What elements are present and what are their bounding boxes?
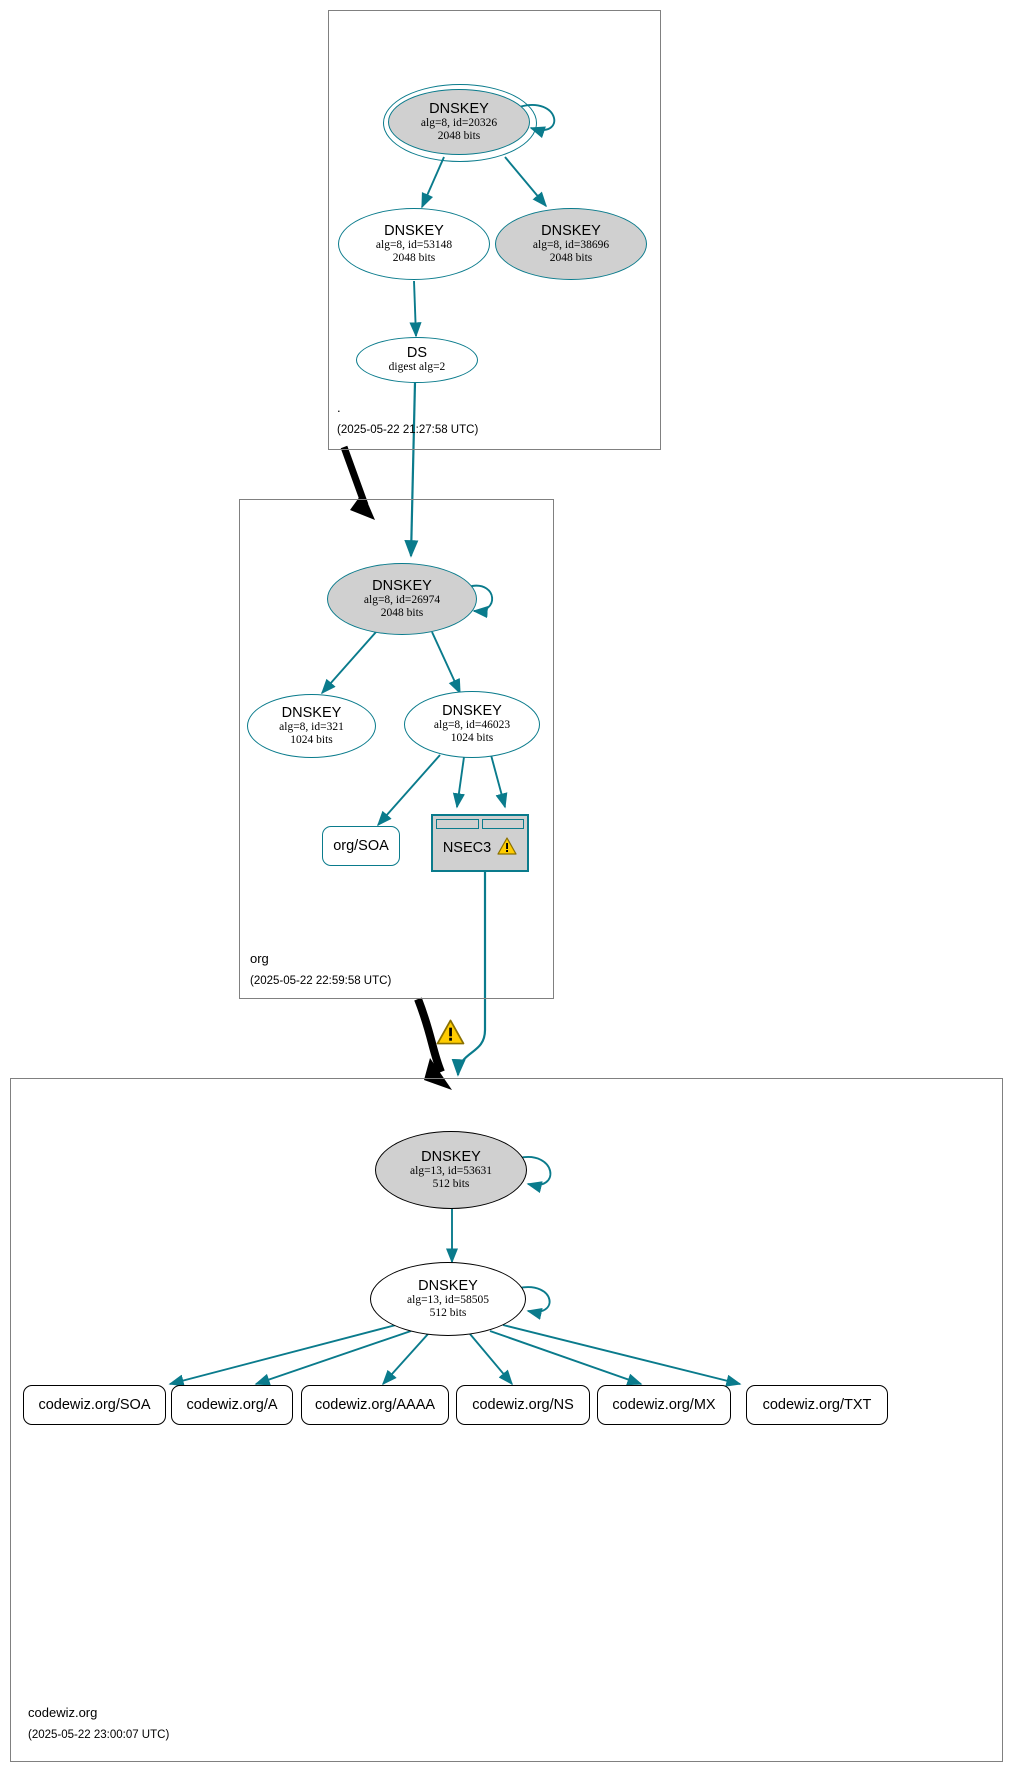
node-params: alg=8, id=46023 (433, 719, 511, 732)
node-root-ksk-dnskey[interactable]: DNSKEY alg=8, id=20326 2048 bits (388, 89, 530, 155)
node-org-dnskey-46023[interactable]: DNSKEY alg=8, id=46023 1024 bits (404, 691, 540, 758)
zone-box-root (328, 10, 661, 450)
node-root-ds[interactable]: DS digest alg=2 (356, 337, 478, 383)
rrset-codewiz-txt[interactable]: codewiz.org/TXT (746, 1385, 888, 1425)
zone-label-codewiz-time: (2025-05-22 23:00:07 UTC) (28, 1729, 170, 1741)
node-keysize: 512 bits (429, 1306, 467, 1319)
nsec3-body: NSEC3 (433, 829, 527, 867)
node-root-dnskey-38696[interactable]: DNSKEY alg=8, id=38696 2048 bits (495, 208, 647, 280)
node-keysize: 2048 bits (437, 129, 481, 142)
node-params: alg=8, id=38696 (532, 238, 610, 251)
zone-label-org-name: org (250, 951, 269, 966)
node-params: alg=8, id=53148 (375, 238, 453, 251)
node-org-dnskey-321[interactable]: DNSKEY alg=8, id=321 1024 bits (247, 694, 376, 758)
root-ksk-trust-anchor-ring (383, 84, 537, 162)
zone-label-root-name: . (337, 400, 341, 415)
rrset-codewiz-aaaa[interactable]: codewiz.org/AAAA (301, 1385, 449, 1425)
zone-label-root-time: (2025-05-22 21:27:58 UTC) (337, 424, 479, 436)
nsec3-cell-2 (481, 819, 524, 829)
node-keysize: 2048 bits (549, 251, 593, 264)
node-title: DNSKEY (281, 704, 342, 721)
node-codewiz-zsk-58505[interactable]: DNSKEY alg=13, id=58505 512 bits (370, 1262, 526, 1336)
node-keysize: 2048 bits (392, 251, 436, 264)
node-root-zsk-53148[interactable]: DNSKEY alg=8, id=53148 2048 bits (338, 208, 490, 280)
node-title: DNSKEY (442, 703, 502, 720)
rrset-codewiz-mx[interactable]: codewiz.org/MX (597, 1385, 731, 1425)
node-codewiz-ksk-53631[interactable]: DNSKEY alg=13, id=53631 512 bits (375, 1131, 527, 1209)
node-title: DNSKEY (541, 222, 601, 239)
nsec3-header-cells (433, 816, 527, 829)
rrset-codewiz-ns[interactable]: codewiz.org/NS (456, 1385, 590, 1425)
nsec3-label: NSEC3 (442, 840, 492, 856)
nsec3-cell-1 (436, 819, 479, 829)
node-title: DNSKEY (421, 1148, 481, 1165)
node-params: alg=8, id=20326 (420, 116, 498, 129)
zone-label-org-time: (2025-05-22 22:59:58 UTC) (250, 975, 392, 987)
rrset-codewiz-soa[interactable]: codewiz.org/SOA (23, 1385, 166, 1425)
node-keysize: 1024 bits (290, 733, 333, 746)
node-title: DS (406, 344, 428, 361)
zone-box-org (239, 499, 554, 999)
node-params: alg=8, id=26974 (363, 593, 441, 606)
nsec3-node-org[interactable]: NSEC3 (431, 814, 529, 872)
node-keysize: 512 bits (432, 1177, 470, 1190)
node-params: alg=13, id=53631 (410, 1164, 492, 1177)
delegation-warning-icon (436, 1019, 465, 1050)
node-title: DNSKEY (418, 1277, 478, 1294)
node-params: alg=8, id=321 (279, 720, 344, 733)
rrset-codewiz-a[interactable]: codewiz.org/A (171, 1385, 293, 1425)
zone-box-codewiz (10, 1078, 1003, 1762)
edge-delegation-root-to-org (340, 445, 369, 507)
warning-icon (497, 837, 517, 859)
zone-label-codewiz-name: codewiz.org (28, 1705, 98, 1720)
node-keysize: 1024 bits (450, 732, 494, 745)
node-title: DNSKEY (372, 577, 432, 594)
node-org-ksk-26974[interactable]: DNSKEY alg=8, id=26974 2048 bits (327, 563, 477, 635)
rrset-org-soa[interactable]: org/SOA (322, 826, 400, 866)
node-params: alg=13, id=58505 (407, 1293, 489, 1306)
node-keysize: 2048 bits (380, 606, 424, 619)
node-title: DNSKEY (384, 222, 444, 239)
node-params: digest alg=2 (388, 361, 446, 374)
node-title: DNSKEY (429, 100, 489, 117)
